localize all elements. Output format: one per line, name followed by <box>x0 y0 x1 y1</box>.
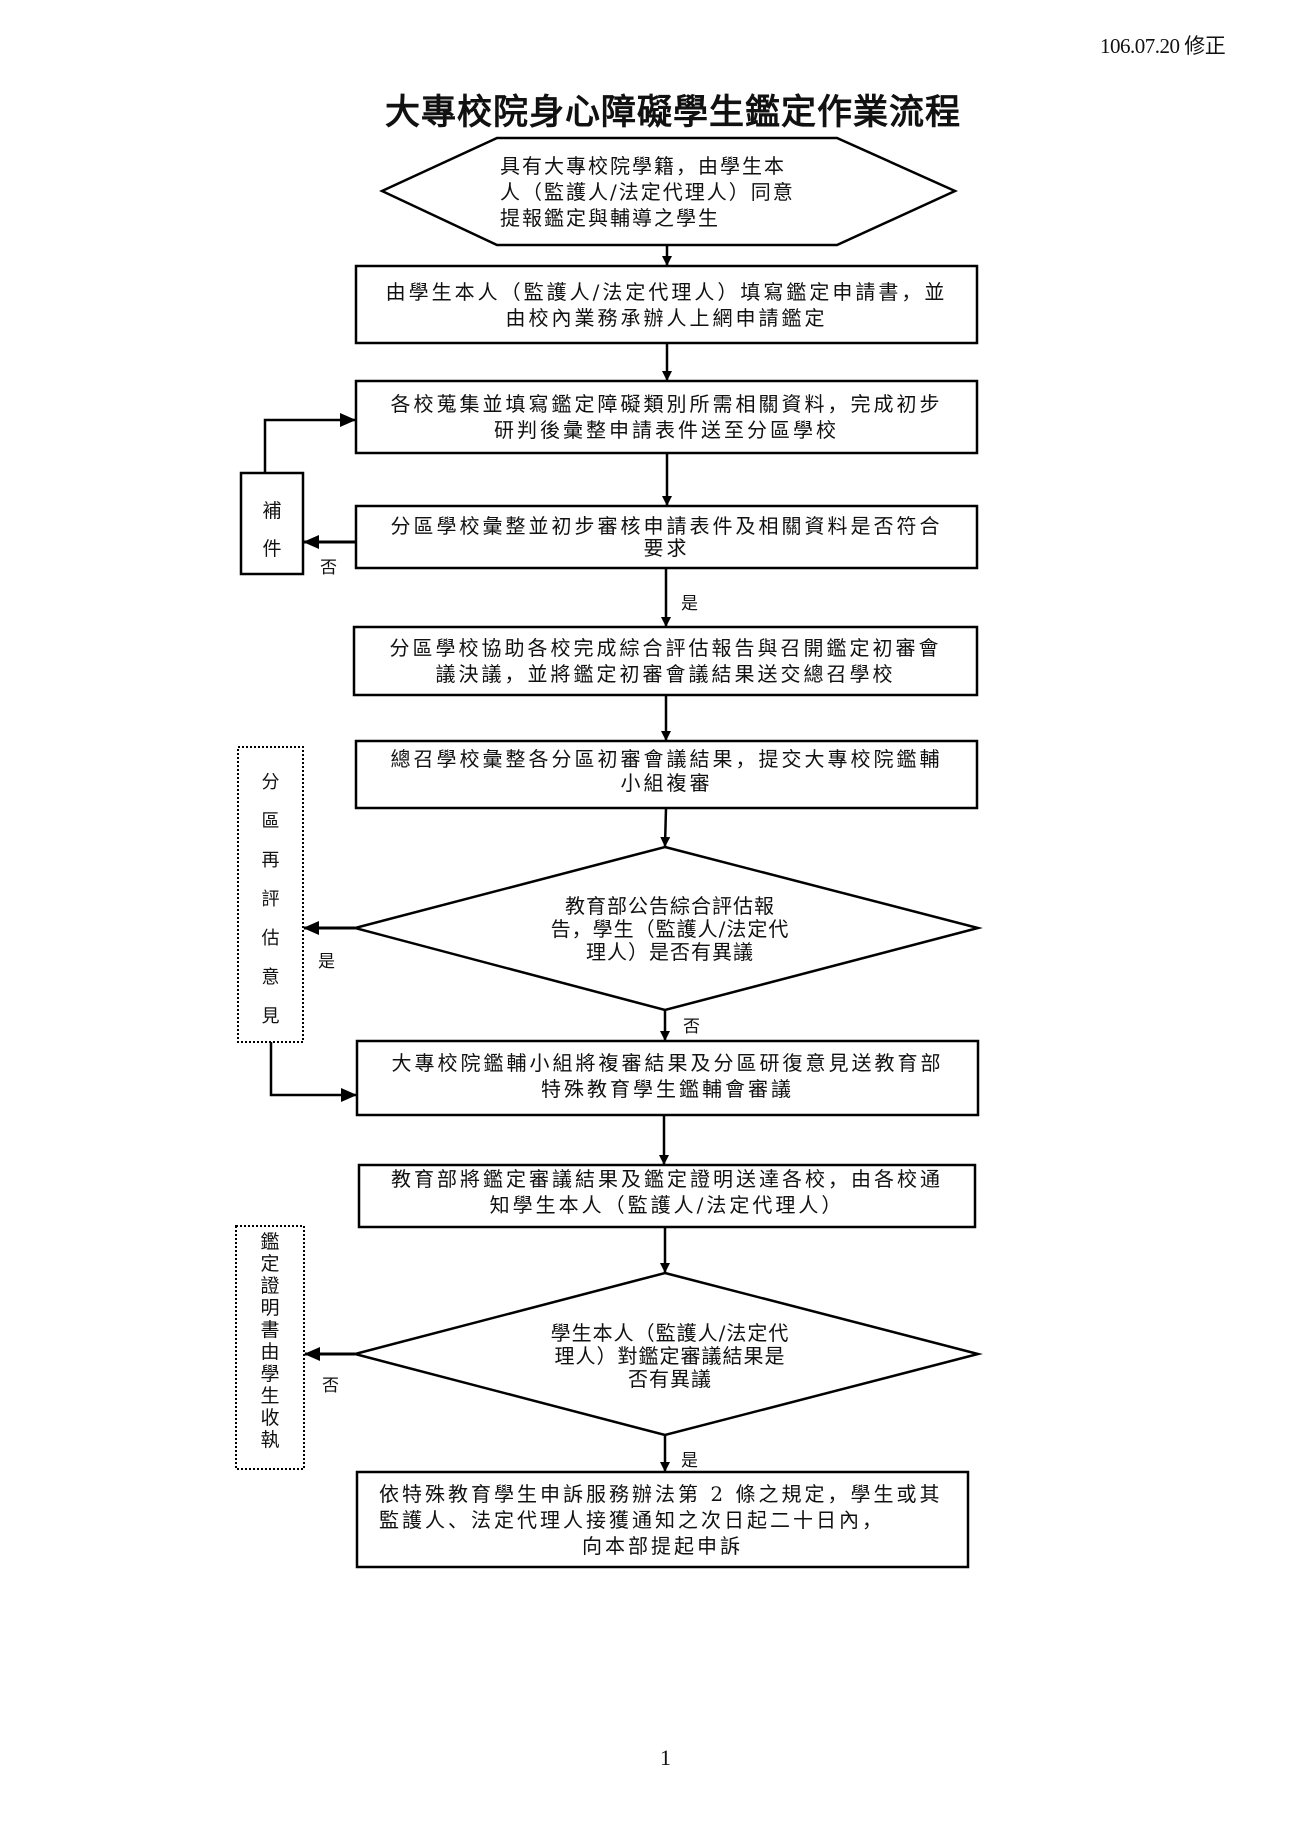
certificate-char: 生 <box>260 1385 280 1407</box>
certificate-char: 學 <box>260 1363 280 1385</box>
reassess-char: 見 <box>261 1006 280 1027</box>
step-3-box <box>354 504 979 570</box>
step-4-box <box>352 625 979 697</box>
step-1-text: 由學生本人（監護人/法定代理人）填寫鑑定申請書，並 由校內業務承辦人上網申請鑑定 <box>358 268 975 341</box>
start-line-2: 人（監護人/法定代理人）同意 <box>500 180 795 204</box>
side-box-supplement <box>239 471 305 576</box>
decision-2-line-3: 否有異議 <box>628 1366 712 1391</box>
step-7-line-1: 教育部將鑑定審議結果及鑑定證明送達各校，由各校通 <box>391 1167 943 1191</box>
reassess-char: 分 <box>261 772 280 793</box>
decision-1-line-3: 理人）是否有異議 <box>586 939 754 964</box>
step-8-line-3: 向本部提起申訴 <box>582 1533 743 1558</box>
page-title: 大專校院身心障礙學生鑑定作業流程 <box>385 92 962 133</box>
step-8-line-1: 依特殊教育學生申訴服務辦法第 2 條之規定，學生或其 <box>379 1481 943 1506</box>
reassess-label: 分 區 再 評 估 意 見 <box>238 763 303 1036</box>
certificate-label: 鑑 定 證 明 書 由 學 生 收 執 <box>236 1231 304 1451</box>
edge-label-decision2-yes: 是 <box>681 1451 698 1471</box>
supplement-char: 件 <box>262 538 282 560</box>
certificate-char: 執 <box>260 1429 280 1451</box>
certificate-char: 收 <box>260 1407 280 1429</box>
step-3-line-2: 要求 <box>643 536 690 560</box>
decision-1-line-2: 告，學生（監護人/法定代 <box>550 916 790 941</box>
step-4-text: 分區學校協助各校完成綜合評估報告與召開鑑定初審會 議決議，並將鑑定初審會議結果送… <box>356 629 975 693</box>
reassess-char: 估 <box>261 928 280 949</box>
step-7-line-2: 知學生本人（監護人/法定代理人） <box>489 1193 845 1217</box>
connector-step5-decision1 <box>660 807 671 847</box>
side-box-certificate <box>235 1225 305 1470</box>
connector-supplement-step2 <box>263 413 356 473</box>
step-8-box <box>355 1470 970 1569</box>
step-2-text: 各校蒐集並填寫鑑定障礙類別所需相關資料，完成初步 研判後彙整申請表件送至分區學校 <box>358 383 975 451</box>
step-8-text: 依特殊教育學生申訴服務辦法第 2 條之規定，學生或其 監護人、法定代理人接獲通知… <box>359 1474 966 1565</box>
connector-reassess-step6 <box>269 1042 357 1102</box>
step-6-box <box>355 1039 980 1117</box>
page-number: 1 <box>660 1745 671 1770</box>
side-box-reassess <box>237 746 304 1043</box>
reassess-char: 意 <box>261 967 280 988</box>
start-hexagon <box>379 136 959 247</box>
start-line-3: 提報鑑定與輔導之學生 <box>500 206 720 230</box>
decision-2-line-1: 學生本人（監護人/法定代 <box>550 1320 790 1345</box>
step-5-line-1: 總召學校彙整各分區初審會議結果，提交大專校院鑑輔 <box>390 747 943 771</box>
step-7-box <box>357 1163 977 1229</box>
step-1-box <box>354 264 979 345</box>
reassess-char: 再 <box>261 850 280 871</box>
decision-2-line-2: 理人）對鑑定審議結果是 <box>554 1343 786 1368</box>
step-5-line-2: 小組複審 <box>620 771 713 795</box>
step-4-line-1: 分區學校協助各校完成綜合評估報告與召開鑑定初審會 <box>389 636 942 660</box>
reassess-char: 評 <box>261 889 280 910</box>
step-2-line-1: 各校蒐集並填寫鑑定障礙類別所需相關資料，完成初步 <box>390 392 943 416</box>
step-6-text: 大專校院鑑輔小組將複審結果及分區研復意見送教育部 特殊教育學生鑑輔會審議 <box>359 1043 976 1109</box>
decision-2-text: 學生本人（監護人/法定代 理人）對鑑定審議結果是 否有異議 <box>520 1320 820 1392</box>
step-5-box <box>354 739 979 810</box>
certificate-char: 鑑 <box>260 1231 280 1253</box>
step-4-line-2: 議決議，並將鑑定初審會議結果送交總召學校 <box>435 662 896 686</box>
certificate-char: 證 <box>260 1275 280 1297</box>
step-6-line-1: 大專校院鑑輔小組將複審結果及分區研復意見送教育部 <box>391 1051 944 1075</box>
step-1-line-1: 由學生本人（監護人/法定代理人）填寫鑑定申請書，並 <box>385 279 948 304</box>
step-8-line-2: 監護人、法定代理人接獲通知之次日起二十日內， <box>379 1507 885 1532</box>
step-3-line-1: 分區學校彙整並初步審核申請表件及相關資料是否符合 <box>390 514 943 538</box>
decision-1-text: 教育部公告綜合評估報 告，學生（監護人/法定代 理人）是否有異議 <box>520 893 820 965</box>
certificate-char: 由 <box>260 1341 280 1363</box>
certificate-char: 明 <box>260 1297 280 1319</box>
step-7-text: 教育部將鑑定審議結果及鑑定證明送達各校，由各校通 知學生本人（監護人/法定代理人… <box>361 1164 973 1220</box>
step-5-text: 總召學校彙整各分區初審會議結果，提交大專校院鑑輔 小組複審 <box>358 741 975 801</box>
step-1-line-2: 由校內業務承辦人上網申請鑑定 <box>505 305 828 330</box>
certificate-char: 書 <box>260 1319 280 1341</box>
certificate-char: 定 <box>260 1253 280 1275</box>
step-6-line-2: 特殊教育學生鑑輔會審議 <box>541 1077 794 1101</box>
supplement-char: 補 <box>262 500 282 522</box>
edge-label-step3-yes: 是 <box>681 594 698 614</box>
reassess-char: 區 <box>261 811 280 832</box>
edge-label-decision1-no: 否 <box>683 1017 700 1037</box>
decision-1-line-1: 教育部公告綜合評估報 <box>565 893 775 918</box>
start-node-text: 具有大專校院學籍，由學生本 人（監護人/法定代理人）同意 提報鑑定與輔導之學生 <box>500 140 840 244</box>
step-2-line-2: 研判後彙整申請表件送至分區學校 <box>494 418 839 442</box>
revision-date: 106.07.20 修正 <box>1100 34 1226 58</box>
edge-label-decision1-yes: 是 <box>318 952 335 972</box>
start-line-1: 具有大專校院學籍，由學生本 <box>500 154 786 178</box>
edge-label-decision2-no: 否 <box>322 1376 339 1396</box>
supplement-label: 補 件 <box>241 492 303 568</box>
step-3-text: 分區學校彙整並初步審核申請表件及相關資料是否符合 要求 <box>358 508 975 566</box>
edge-label-step3-no: 否 <box>320 558 337 578</box>
